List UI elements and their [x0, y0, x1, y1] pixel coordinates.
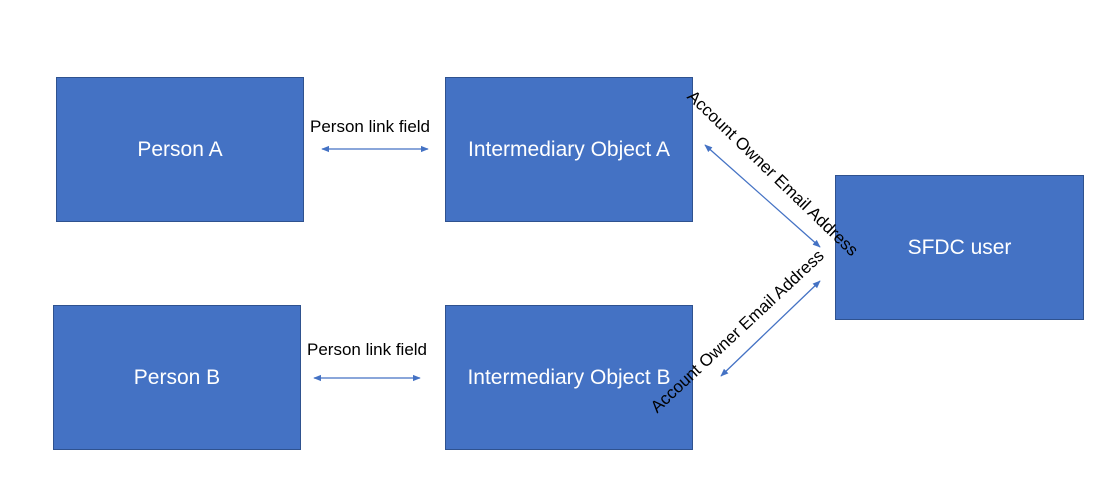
edge-label-person-link-b: Person link field: [307, 340, 428, 359]
edge-label-person-link-a: Person link field: [310, 117, 431, 136]
edge-intermediary-b-sfdc: [720, 280, 821, 377]
node-sfdc-user: SFDC user: [835, 175, 1084, 320]
node-intermediary-object-b: Intermediary Object B: [445, 305, 693, 450]
node-intermediary-object-a-label: Intermediary Object A: [468, 137, 670, 161]
node-person-a-label: Person A: [137, 137, 223, 161]
edge-label-account-owner-email-b: Account Owner Email Address: [647, 246, 828, 416]
node-person-a: Person A: [56, 77, 304, 222]
node-person-b: Person B: [53, 305, 301, 450]
edge-label-account-owner-email-a: Account Owner Email Address: [684, 87, 862, 260]
node-intermediary-object-b-label: Intermediary Object B: [467, 365, 671, 389]
node-intermediary-object-a: Intermediary Object A: [445, 77, 693, 222]
node-sfdc-user-label: SFDC user: [907, 235, 1012, 259]
edge-intermediary-a-sfdc: [704, 144, 821, 248]
node-person-b-label: Person B: [133, 365, 221, 389]
